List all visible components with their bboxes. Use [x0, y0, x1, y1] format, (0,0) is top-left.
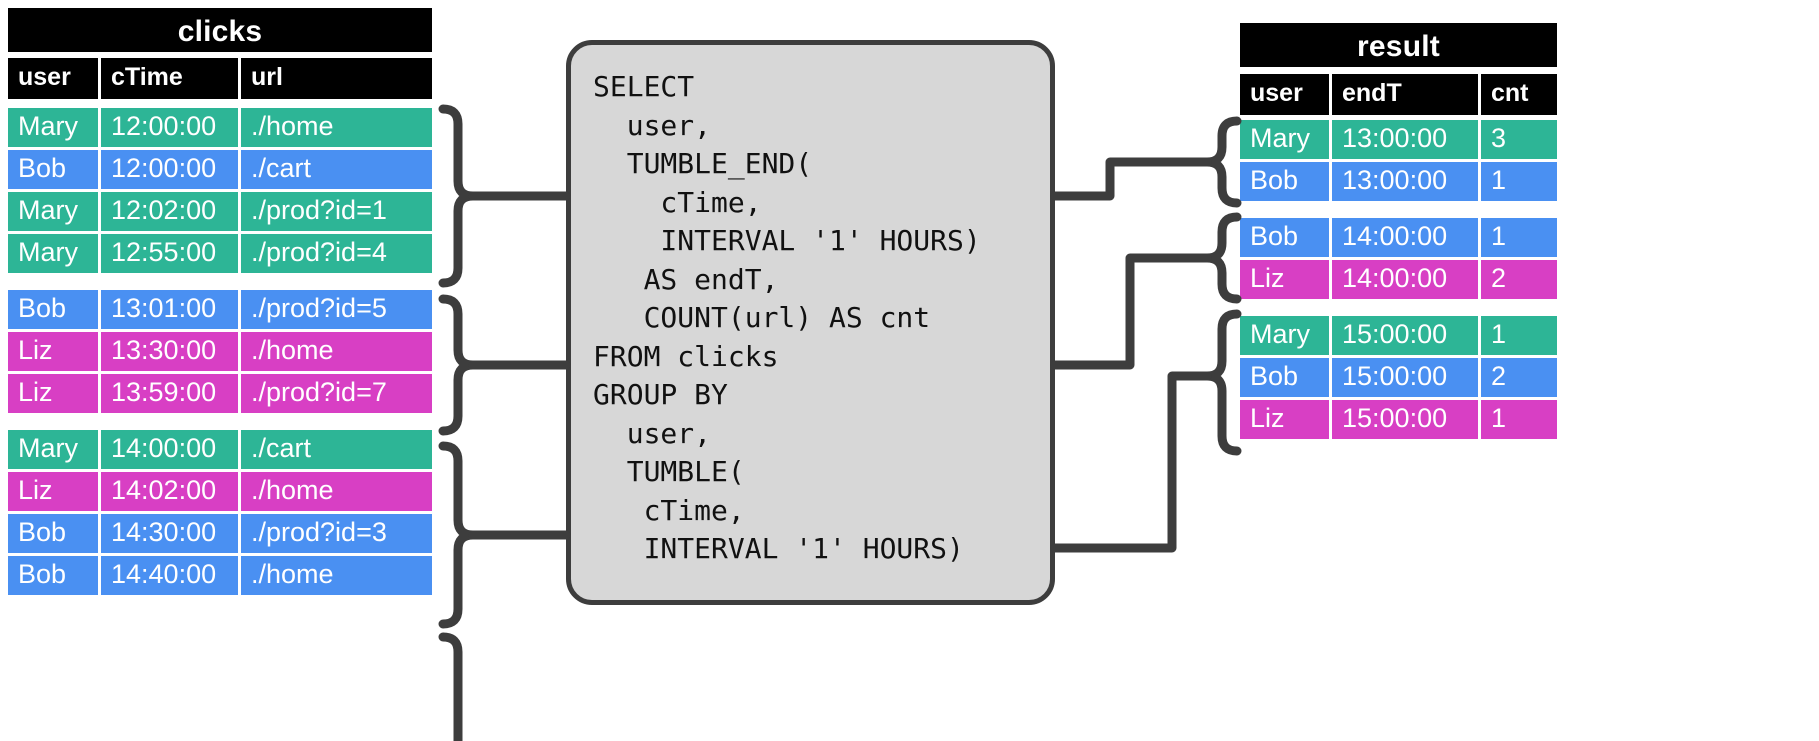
clicks-cell-ctime: 14:00:00	[101, 430, 238, 469]
clicks-cell-user: Mary	[8, 430, 98, 469]
result-cell-cnt: 1	[1481, 162, 1557, 201]
result-cell-cnt: 1	[1481, 316, 1557, 355]
clicks-cell-url: ./prod?id=1	[241, 192, 432, 231]
clicks-header-ctime: cTime	[101, 58, 238, 99]
result-cell-endt: 15:00:00	[1332, 358, 1478, 397]
result-header-endt: endT	[1332, 74, 1478, 115]
clicks-cell-user: Bob	[8, 150, 98, 189]
result-table-title: result	[1240, 23, 1557, 67]
clicks-cell-ctime: 14:02:00	[101, 472, 238, 511]
clicks-cell-url: ./prod?id=7	[241, 374, 432, 413]
result-cell-endt: 14:00:00	[1332, 218, 1478, 257]
clicks-cell-user: Mary	[8, 234, 98, 273]
result-table-header-row: user endT cnt	[1240, 74, 1557, 115]
clicks-cell-url: ./prod?id=4	[241, 234, 432, 273]
clicks-cell-ctime: 14:40:00	[101, 556, 238, 595]
brace-clicks-group-3	[438, 441, 478, 629]
result-cell-cnt: 3	[1481, 120, 1557, 159]
brace-clicks-group-4-partial	[438, 632, 463, 741]
clicks-cell-ctime: 12:00:00	[101, 150, 238, 189]
result-cell-user: Bob	[1240, 162, 1329, 201]
clicks-cell-ctime: 13:01:00	[101, 290, 238, 329]
result-cell-endt: 14:00:00	[1332, 260, 1478, 299]
clicks-cell-user: Bob	[8, 290, 98, 329]
result-header-cnt: cnt	[1481, 74, 1557, 115]
result-cell-user: Liz	[1240, 260, 1329, 299]
line-box-to-result-group-3	[1050, 371, 1212, 553]
clicks-cell-user: Liz	[8, 374, 98, 413]
result-cell-endt: 13:00:00	[1332, 120, 1478, 159]
brace-result-group-1	[1202, 116, 1242, 208]
result-cell-user: Bob	[1240, 358, 1329, 397]
result-cell-cnt: 1	[1481, 400, 1557, 439]
result-cell-endt: 15:00:00	[1332, 316, 1478, 355]
clicks-cell-user: Mary	[8, 108, 98, 147]
result-cell-user: Mary	[1240, 316, 1329, 355]
clicks-cell-url: ./cart	[241, 430, 432, 469]
result-cell-endt: 13:00:00	[1332, 162, 1478, 201]
result-cell-cnt: 2	[1481, 260, 1557, 299]
sql-query-text: SELECT user, TUMBLE_END( cTime, INTERVAL…	[593, 70, 981, 565]
result-cell-user: Bob	[1240, 218, 1329, 257]
result-cell-cnt: 1	[1481, 218, 1557, 257]
line-box-to-result-group-1	[1050, 157, 1212, 201]
brace-clicks-group-1	[438, 104, 478, 288]
clicks-cell-user: Bob	[8, 556, 98, 595]
clicks-table-header-row: user cTime url	[8, 58, 432, 99]
brace-result-group-3	[1202, 309, 1242, 456]
clicks-cell-user: Liz	[8, 472, 98, 511]
clicks-table-title: clicks	[8, 8, 432, 52]
clicks-cell-url: ./prod?id=3	[241, 514, 432, 553]
clicks-cell-ctime: 14:30:00	[101, 514, 238, 553]
clicks-cell-url: ./home	[241, 472, 432, 511]
clicks-cell-user: Mary	[8, 192, 98, 231]
clicks-cell-user: Bob	[8, 514, 98, 553]
sql-query-box: SELECT user, TUMBLE_END( cTime, INTERVAL…	[566, 40, 1055, 605]
result-header-user: user	[1240, 74, 1329, 115]
result-cell-user: Mary	[1240, 120, 1329, 159]
brace-clicks-group-2	[438, 294, 478, 436]
result-cell-user: Liz	[1240, 400, 1329, 439]
result-cell-cnt: 2	[1481, 358, 1557, 397]
clicks-cell-url: ./home	[241, 556, 432, 595]
clicks-cell-url: ./cart	[241, 150, 432, 189]
clicks-cell-ctime: 13:59:00	[101, 374, 238, 413]
clicks-cell-url: ./home	[241, 108, 432, 147]
clicks-header-url: url	[241, 58, 432, 99]
clicks-header-user: user	[8, 58, 98, 99]
clicks-cell-url: ./prod?id=5	[241, 290, 432, 329]
clicks-cell-user: Liz	[8, 332, 98, 371]
result-cell-endt: 15:00:00	[1332, 400, 1478, 439]
clicks-cell-url: ./home	[241, 332, 432, 371]
clicks-cell-ctime: 13:30:00	[101, 332, 238, 371]
line-box-to-result-group-2	[1050, 253, 1212, 370]
clicks-cell-ctime: 12:00:00	[101, 108, 238, 147]
brace-result-group-2	[1202, 212, 1242, 304]
clicks-cell-ctime: 12:55:00	[101, 234, 238, 273]
clicks-cell-ctime: 12:02:00	[101, 192, 238, 231]
